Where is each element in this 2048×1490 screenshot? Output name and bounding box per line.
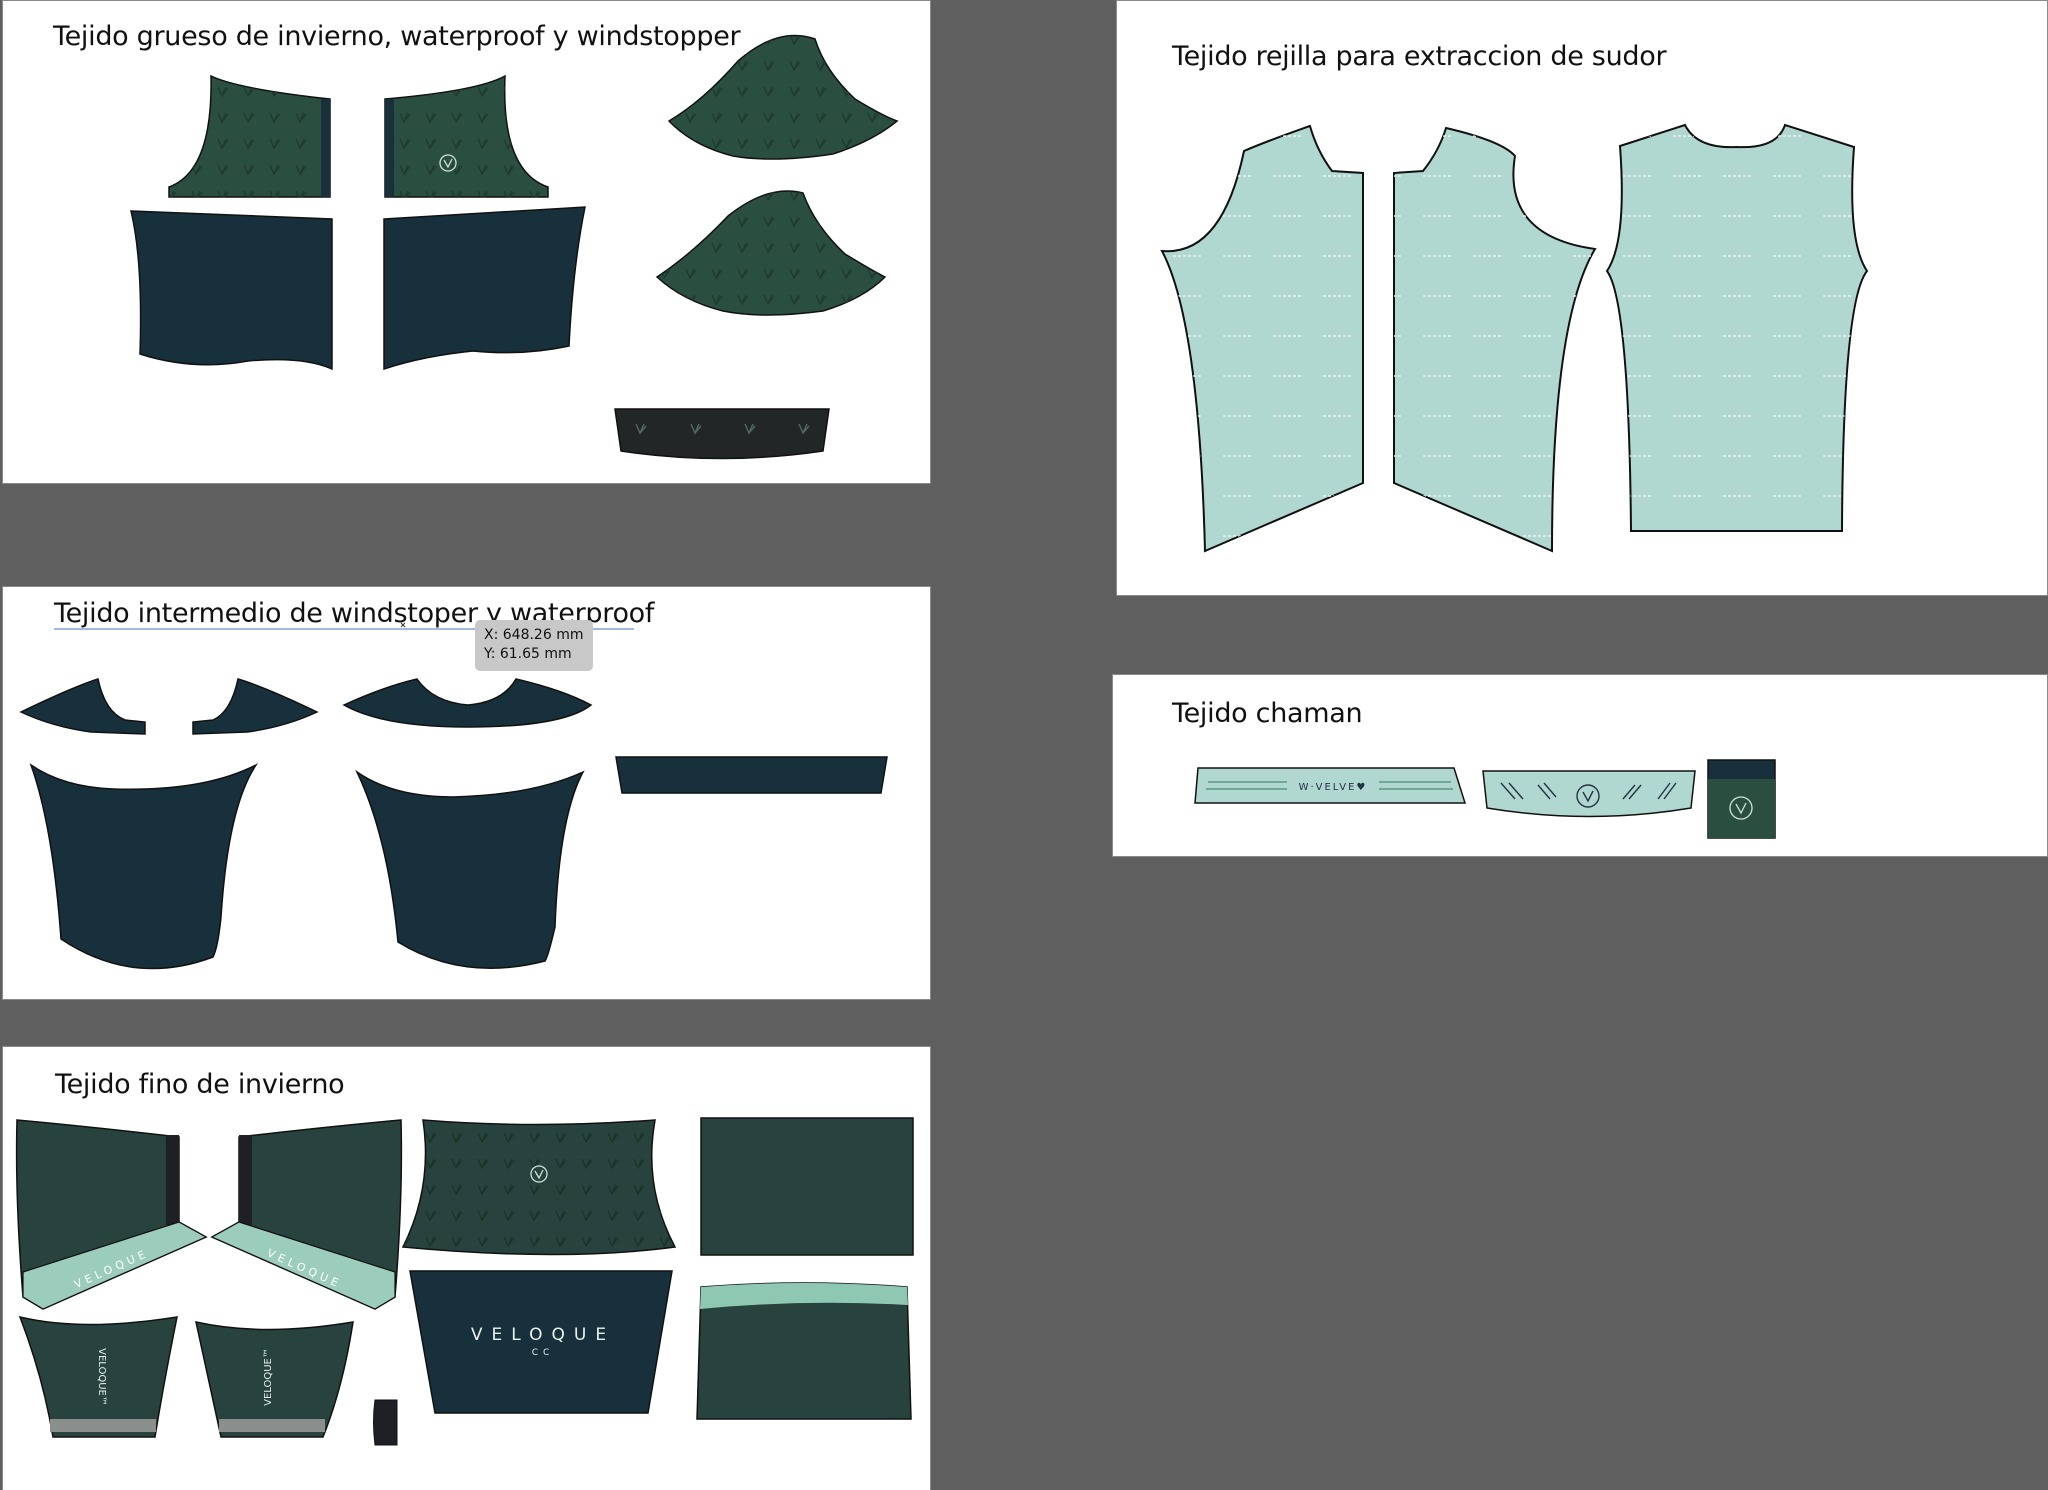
vertical-logo-right: VELOQUE™: [263, 1348, 274, 1406]
body-panel-right: [383, 206, 586, 371]
artboard-intermedio[interactable]: Tejido intermedio de windstoper y waterp…: [2, 586, 931, 1000]
logo-subtext: CC: [532, 1348, 555, 1358]
chamois-band-text: W·VELVE♥: [1299, 782, 1368, 793]
zip-strip-left: [321, 99, 330, 197]
pattern-pieces: [1160, 123, 1869, 553]
yoke-piece-back: [342, 678, 593, 728]
side-panel-a: [700, 1117, 914, 1256]
yoke-piece-left-b: [192, 678, 319, 735]
artboard-grueso[interactable]: Tejido grueso de invierno, waterproof y …: [2, 0, 931, 484]
artboard-title: Tejido grueso de invierno, waterproof y …: [53, 21, 741, 52]
cursor-x-readout: X: 648.26 mm: [484, 627, 584, 643]
back-logo-icon: [530, 1165, 548, 1183]
logo-badge-icon: [439, 154, 457, 172]
vertical-logo-left: VELOQUE™: [96, 1348, 107, 1406]
pattern-pieces: W·VELVE♥: [1194, 759, 1776, 839]
artboard-fino[interactable]: Tejido fino de invierno VELOQUE VELOQUE …: [2, 1046, 931, 1490]
pattern-pieces: [130, 34, 899, 460]
sleeve-lower-right: [195, 1321, 354, 1438]
yoke-piece-left-a: [19, 678, 146, 735]
sleeve-cuff-right: [210, 1221, 396, 1310]
zip-strip-right: [385, 99, 394, 197]
lower-panel-left: [29, 763, 259, 970]
pattern-pieces: [19, 622, 888, 970]
sleeve-cuff-left: [22, 1221, 208, 1310]
logo-wordmark: VELOQUE: [471, 1325, 615, 1345]
pattern-pieces: VELOQUE VELOQUE VELOQUE CC VELOQUE™ VELO…: [15, 1117, 914, 1446]
strap-piece: [615, 756, 888, 794]
rear-pocket-panel: [409, 1270, 673, 1414]
collar-band: [614, 408, 830, 460]
small-tab: [373, 1399, 398, 1446]
artboard-rejilla[interactable]: Tejido rejilla para extraccion de sudor: [1116, 0, 2048, 596]
lower-panel-right: [355, 769, 585, 969]
artboard-title: Tejido chaman: [1172, 698, 1363, 729]
artboard-title: Tejido fino de invierno: [55, 1069, 345, 1100]
artboard-chaman[interactable]: Tejido chaman W·VELVE♥: [1112, 674, 2048, 857]
cursor-coordinate-tooltip: X: 648.26 mm Y: 61.65 mm: [475, 620, 593, 671]
sleeve-lower-left: [18, 1315, 178, 1438]
chamois-logo-icon: [1576, 784, 1600, 808]
chamois-pad: [1482, 770, 1696, 818]
chamois-tab-logo-icon: [1729, 796, 1753, 820]
artboard-title: Tejido rejilla para extraccion de sudor: [1172, 41, 1667, 72]
body-panel-left: [130, 210, 333, 371]
cursor-y-readout: Y: 61.65 mm: [484, 646, 572, 662]
